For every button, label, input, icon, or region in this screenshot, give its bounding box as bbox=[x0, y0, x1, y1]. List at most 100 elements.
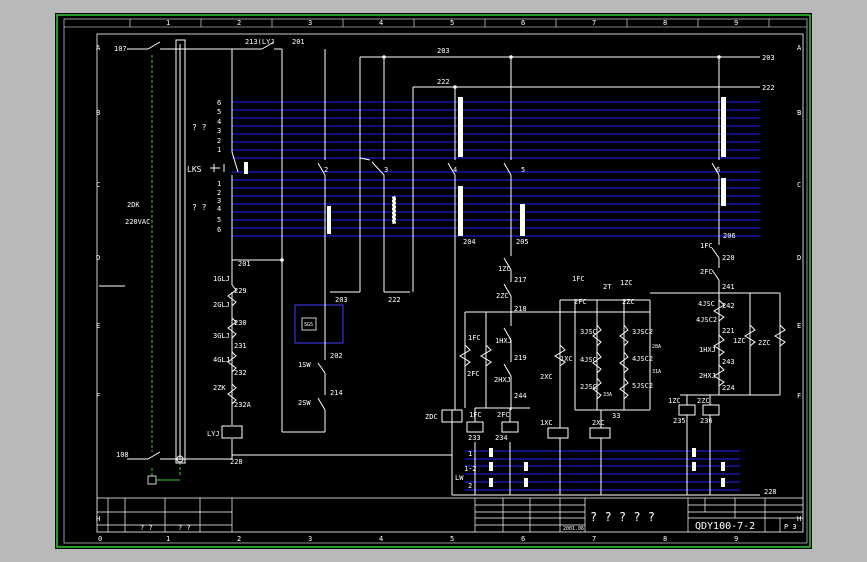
col-num: 3 bbox=[308, 19, 312, 27]
bus-row-num: 5 bbox=[217, 216, 221, 224]
label-232a: 232A bbox=[234, 401, 252, 409]
label-201-top: 201 bbox=[292, 38, 305, 46]
1zc-coil bbox=[678, 404, 696, 416]
label-lw-2: 2 bbox=[468, 482, 472, 490]
label-3glj: 3GLJ bbox=[213, 332, 230, 340]
label-1fc-top: 1FC bbox=[572, 275, 585, 283]
label-2zc-top: 2ZC bbox=[622, 298, 635, 306]
bus-row-num: 5 bbox=[217, 108, 221, 116]
col-num: 9 bbox=[734, 19, 738, 27]
label-4jsc2: 4JSC2 bbox=[632, 355, 653, 363]
label-213: 213(LYJ bbox=[245, 38, 275, 46]
bus-row-num: 4 bbox=[217, 205, 221, 213]
lw-mark bbox=[721, 462, 725, 471]
label-4jsc-r: 4JSC bbox=[698, 300, 715, 308]
label-220: 220 bbox=[722, 254, 735, 262]
drawing-title: ? ? ? ? ? bbox=[590, 510, 655, 524]
label-202: 202 bbox=[330, 352, 343, 360]
label-220vac: 220VAC bbox=[125, 218, 150, 226]
label-2jsc: 2JSC bbox=[580, 383, 597, 391]
label-1glj: 1GLJ bbox=[213, 275, 230, 283]
label-108: 108 bbox=[116, 451, 129, 459]
col-num: 8 bbox=[663, 535, 667, 543]
switch-4-5-wiring bbox=[447, 57, 720, 236]
col-num: 1 bbox=[166, 535, 170, 543]
1xc-coil bbox=[547, 427, 569, 439]
label-224: 224 bbox=[722, 384, 735, 392]
label-2xc: 2XC bbox=[540, 373, 553, 381]
lw-mark bbox=[692, 462, 696, 471]
sgs-inner bbox=[301, 317, 317, 331]
label-203-top: 203 bbox=[437, 47, 450, 55]
label-2fc-top: 2FC bbox=[574, 298, 587, 306]
label-228: 228 bbox=[230, 458, 243, 466]
label-1fc-b: 1FC bbox=[469, 411, 482, 419]
junction-dot bbox=[176, 455, 184, 463]
bus-row-num: 3 bbox=[217, 127, 221, 135]
bus-row-num: 2 bbox=[217, 137, 221, 145]
label-lw-1: 1 bbox=[468, 450, 472, 458]
column-numbers-top: 1 2 3 4 5 6 7 8 9 bbox=[166, 19, 738, 27]
label-206: 206 bbox=[723, 232, 736, 240]
label-3jsc: 3JSC bbox=[580, 328, 597, 336]
label-233: 233 bbox=[468, 434, 481, 442]
lw-mark bbox=[692, 448, 696, 457]
label-2zk: 2ZK bbox=[213, 384, 226, 392]
column-numbers-bottom: 0 1 2 3 4 5 6 7 8 9 bbox=[98, 535, 738, 543]
zdc-coil bbox=[441, 409, 463, 423]
label-217: 217 bbox=[514, 276, 527, 284]
label-question-lower: ? ? bbox=[192, 203, 207, 212]
switch-3-bar bbox=[391, 195, 397, 225]
col-num: 3 bbox=[308, 535, 312, 543]
bus-203-222 bbox=[330, 56, 760, 293]
2xc-coil bbox=[589, 427, 611, 439]
label-2dk: 2DK bbox=[127, 201, 140, 209]
row-letter: A bbox=[797, 44, 802, 52]
title-date: 2001.06 bbox=[563, 526, 584, 532]
col-num: 5 bbox=[450, 19, 454, 27]
lw-mark bbox=[524, 462, 528, 471]
col-num: 6 bbox=[521, 19, 525, 27]
label-3jsc2: 3JSC2 bbox=[632, 328, 653, 336]
label-sw3: 3 bbox=[384, 166, 388, 174]
label-2t: 2T bbox=[603, 283, 612, 291]
row-letter: A bbox=[96, 44, 101, 52]
junction-dot bbox=[382, 55, 386, 59]
row-letter: C bbox=[797, 181, 801, 189]
label-222-top: 222 bbox=[437, 78, 450, 86]
label-1zc-top: 1ZC bbox=[620, 279, 633, 287]
col-num: 9 bbox=[734, 535, 738, 543]
row-letter: B bbox=[797, 109, 801, 117]
label-231: 231 bbox=[234, 342, 247, 350]
row-letters-right: A B C D E F H bbox=[797, 44, 802, 523]
label-203-mid: 203 bbox=[335, 296, 348, 304]
row-numbers-upper: 6 5 4 3 2 1 bbox=[217, 99, 221, 154]
label-1zc: 1ZC bbox=[498, 265, 511, 273]
label-2zc-coil: 2ZC bbox=[697, 397, 710, 405]
label-2fc-a: 2FC bbox=[467, 370, 480, 378]
bus-row-num: 3 bbox=[217, 197, 221, 205]
row-letter: E bbox=[797, 322, 801, 330]
label-2fc-b: 2FC bbox=[497, 411, 510, 419]
lw-mark bbox=[489, 448, 493, 457]
drawing-number: QDY100-7-2 bbox=[695, 521, 755, 532]
row-letter: D bbox=[797, 254, 801, 262]
bus-row-num: 2 bbox=[217, 189, 221, 197]
label-1xc-coil: 1XC bbox=[540, 419, 553, 427]
lks-bar bbox=[244, 162, 248, 174]
label-4glj: 4GLJ bbox=[213, 356, 230, 364]
bus-row-num: 1 bbox=[217, 180, 221, 188]
drawing-frame-inner bbox=[96, 33, 804, 533]
label-235: 235 bbox=[673, 417, 686, 425]
row-letter: F bbox=[797, 392, 801, 400]
label-33a: 33A bbox=[603, 392, 612, 398]
label-33: 33 bbox=[612, 412, 620, 420]
label-4jsc: 4JSC bbox=[580, 356, 597, 364]
label-sw5: 5 bbox=[521, 166, 525, 174]
switch-5-bar bbox=[520, 204, 525, 236]
label-201-mid: 201 bbox=[238, 260, 251, 268]
label-203-right: 203 bbox=[762, 54, 775, 62]
bus-lines bbox=[232, 101, 760, 491]
label-1fc-r: 1FC bbox=[700, 242, 713, 250]
